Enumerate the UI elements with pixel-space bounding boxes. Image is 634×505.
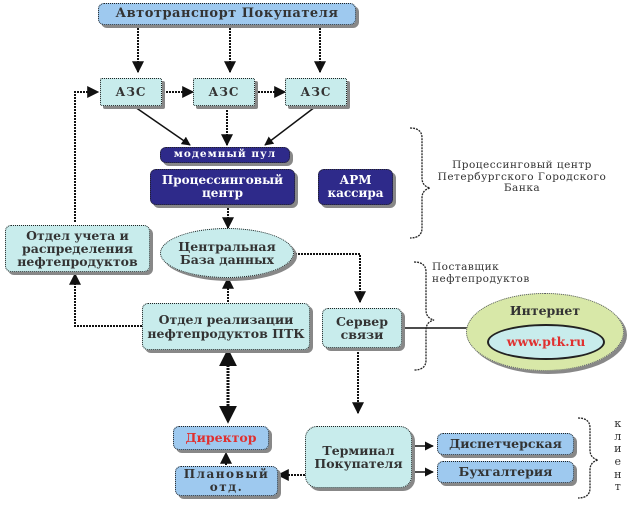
arm-cashier-box: АРМ кассира bbox=[318, 169, 393, 205]
director-box: Директор bbox=[173, 426, 269, 450]
arrow-azs1-modem bbox=[134, 106, 191, 146]
website-link[interactable]: www.ptk.ru bbox=[487, 324, 605, 360]
arrow-azs3-modem bbox=[264, 106, 316, 146]
modem-pool-box: модемный пул bbox=[160, 147, 290, 163]
supplier-label: Поставщик нефтепродуктов bbox=[432, 261, 530, 285]
arrow-db-server bbox=[295, 253, 366, 304]
azs-box-1: АЗС bbox=[100, 78, 162, 106]
planning-dept-box: Плановый отд. bbox=[175, 466, 278, 496]
autotransport-box: Автотранспорт Покупателя bbox=[98, 3, 356, 25]
bank-processing-label: Процессинговый центр Петербургского Горо… bbox=[437, 159, 607, 195]
internet-ellipse: Интернет www.ptk.ru bbox=[466, 293, 624, 371]
brace-supplier bbox=[413, 261, 435, 371]
dispatch-box: Диспетчерская bbox=[437, 433, 574, 455]
arrow-accounting-azs1 bbox=[74, 86, 100, 222]
sales-dept-box: Отдел реализации нефтепродуктов ПТК bbox=[142, 303, 310, 350]
accounting-dept-box: Отдел учета и распределения нефтепродукт… bbox=[5, 225, 150, 272]
brace-bank bbox=[409, 127, 431, 239]
comm-server-box: Сервер связи bbox=[322, 308, 402, 348]
buyer-terminal-box: Терминал Покупателя bbox=[305, 426, 412, 488]
arrow-sales-accounting bbox=[69, 272, 142, 327]
internet-label: Интернет bbox=[509, 303, 581, 318]
azs-box-3: АЗС bbox=[285, 78, 347, 106]
bookkeeping-box: Бухгалтерия bbox=[437, 461, 574, 483]
client-label: клиент bbox=[614, 417, 622, 494]
azs-box-2: АЗС bbox=[193, 78, 255, 106]
central-db-ellipse: Центральная База данных bbox=[160, 228, 294, 278]
processing-center-box: Процессинговый центр bbox=[150, 169, 295, 205]
brace-client bbox=[577, 417, 599, 499]
